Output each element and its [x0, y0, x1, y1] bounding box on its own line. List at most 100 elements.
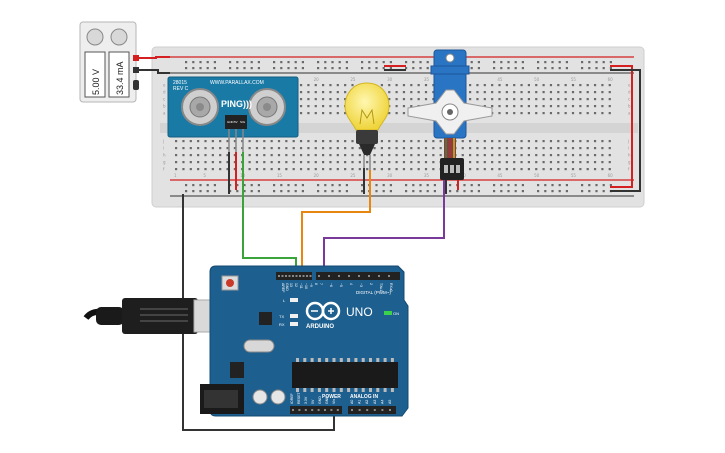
power-pin-label: RESET — [297, 391, 301, 404]
sensor-pin-gnd: GND — [227, 120, 235, 124]
column-number-top: 55 — [571, 77, 577, 82]
led-rx — [290, 322, 298, 326]
column-number-top: 45 — [497, 77, 503, 82]
servo-top-screw-icon — [445, 53, 455, 63]
power-pin-label: 3.3V — [304, 396, 308, 404]
row-letter: i — [628, 146, 629, 151]
wire-psu-negative[interactable] — [139, 69, 170, 74]
voltage-display — [84, 51, 106, 98]
led-rx-label: RX — [279, 322, 285, 327]
psu-negative-terminal[interactable] — [133, 67, 139, 73]
column-number-bottom: 5 — [203, 173, 206, 178]
arduino-logo-icon — [305, 301, 341, 321]
light-bulb[interactable] — [344, 82, 390, 185]
wire-rail-bridge-positive[interactable] — [610, 65, 633, 188]
digital-pin-label: ~9 — [309, 283, 313, 287]
column-number-bottom: 20 — [314, 173, 320, 178]
digital-label: DIGITAL (PWM~) — [356, 290, 391, 295]
sensor-pin-5v: 5V — [234, 120, 238, 124]
row-letter: i — [163, 146, 164, 151]
digital-pin-label: 2 — [369, 283, 373, 285]
row-letter: a — [163, 111, 166, 116]
usb-chip — [259, 312, 272, 325]
row-letter: e — [163, 83, 166, 88]
column-number-top: 20 — [314, 77, 320, 82]
microcontroller-chip — [292, 362, 398, 388]
row-letter: g — [628, 160, 631, 165]
breadboard-center-channel — [160, 123, 638, 133]
arduino-model: UNO — [346, 305, 373, 319]
power-pin-label: Vin — [332, 399, 336, 404]
analog-header[interactable] — [348, 406, 396, 414]
led-tx — [290, 314, 298, 318]
current-display — [108, 51, 130, 98]
row-letter: b — [628, 104, 631, 109]
power-supply[interactable]: 5.00 V 33.4 mA — [79, 21, 139, 103]
column-number-top: 25 — [350, 77, 356, 82]
row-letter: a — [628, 111, 631, 116]
bulb-glass-icon — [344, 82, 390, 131]
column-number-bottom: 30 — [387, 173, 393, 178]
row-letter: b — [163, 104, 166, 109]
column-number-bottom: 15 — [277, 173, 283, 178]
sensor-pin-header — [225, 115, 247, 129]
row-letter: e — [628, 83, 631, 88]
column-number-bottom: 45 — [497, 173, 503, 178]
digital-pin-label: 7 — [319, 283, 323, 285]
row-letter: c — [628, 97, 630, 102]
arduino-brand: ARDUINO — [306, 324, 334, 330]
led-tx-label: TX — [279, 314, 284, 319]
wire-servo-signal-purple[interactable] — [323, 180, 445, 278]
row-letter: j — [627, 139, 629, 144]
current-readout: 33.4 mA — [115, 61, 125, 95]
row-letter: h — [628, 153, 631, 158]
digital-pin-label: AREF — [281, 283, 285, 292]
column-number-top: 30 — [387, 77, 393, 82]
voltage-readout: 5.00 V — [91, 69, 101, 95]
analog-pin-label: A5 — [388, 400, 392, 404]
servo-motor[interactable] — [407, 49, 493, 180]
digital-pin-label: 12 — [294, 283, 298, 287]
digital-pin-label: ~3 — [359, 283, 363, 287]
sensor-pin-sig: SIG — [240, 120, 246, 124]
digital-pin-label: ~11 — [299, 283, 303, 289]
capacitor-2-icon — [270, 389, 286, 405]
psu-positive-terminal[interactable] — [133, 55, 139, 61]
crystal-oscillator — [243, 339, 275, 353]
arduino-uno[interactable]: L TX RX ON ARDUINO UNO DIGITAL (PWM~) PO… — [200, 265, 409, 417]
power-pin-label: GND — [325, 396, 329, 404]
capacitor-1-icon — [252, 389, 268, 405]
analog-pin-label: A0 — [350, 400, 354, 404]
power-pin-label: 5V — [311, 399, 315, 404]
power-pin-label: IOREF — [290, 393, 294, 404]
column-number-top: 60 — [608, 77, 614, 82]
current-knob-icon[interactable] — [110, 28, 128, 46]
row-letter: h — [163, 153, 166, 158]
row-letter: d — [163, 90, 166, 95]
column-number-bottom: 50 — [534, 173, 540, 178]
power-label: POWER — [322, 394, 341, 400]
sensor-rev-label: REV C — [173, 86, 189, 92]
digital-pin-label: ~10 — [304, 283, 308, 289]
analog-pin-label: A1 — [358, 400, 362, 404]
wire-rail-bridge-negative[interactable] — [610, 69, 641, 192]
ultrasonic-sensor[interactable]: 28015 REV C WWW.PARALLAX.COM PING))) GND… — [167, 76, 299, 152]
row-letter: f — [163, 167, 165, 172]
wire-psu-positive[interactable] — [139, 56, 170, 59]
row-letter: j — [162, 139, 164, 144]
psu-switch[interactable] — [133, 80, 139, 90]
wire-bulb-signal-orange[interactable] — [301, 170, 371, 278]
column-number-bottom: 60 — [608, 173, 614, 178]
voltage-knob-icon[interactable] — [86, 28, 104, 46]
row-letter: f — [628, 167, 630, 172]
column-number-bottom: 1 — [174, 173, 177, 178]
digital-pin-label: 4 — [349, 283, 353, 285]
row-letter: c — [163, 97, 165, 102]
digital-pin-label: RX◂0 — [389, 283, 393, 292]
led-l — [290, 298, 298, 302]
power-header[interactable] — [290, 406, 342, 414]
